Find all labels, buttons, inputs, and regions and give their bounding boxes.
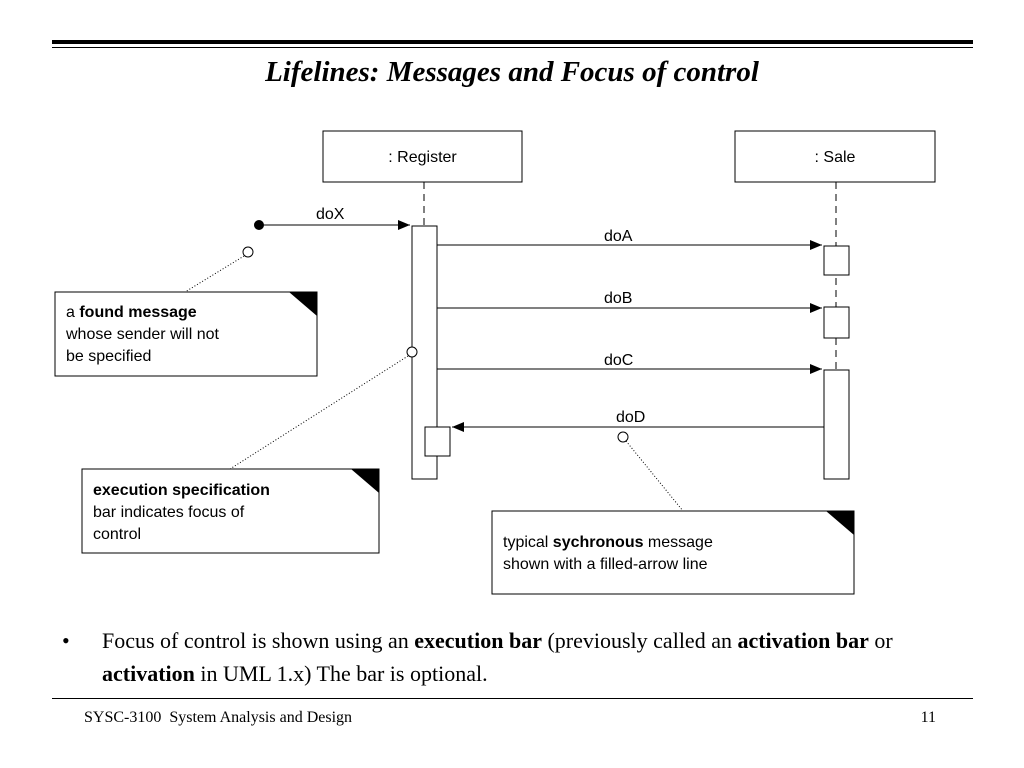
- message-dox-label: doX: [316, 206, 345, 223]
- page-number: 11: [920, 709, 936, 726]
- note-synchronous-message: typical sychronous message shown with a …: [491, 510, 855, 595]
- bullet-icon: •: [62, 628, 70, 653]
- note-execution-line-2: bar indicates focus of: [93, 504, 245, 521]
- lifeline-register-label: : Register: [388, 149, 457, 166]
- slide-title: Lifelines: Messages and Focus of control: [265, 56, 759, 88]
- message-dob-label: doB: [604, 290, 632, 307]
- message-doc-label: doC: [604, 352, 633, 369]
- sale-execution-bar-c: [823, 369, 850, 480]
- note-found-message: a found message whose sender will not be…: [54, 291, 318, 377]
- bullet-text: Focus of control is shown using an execu…: [102, 628, 893, 686]
- found-note-connector: [184, 255, 245, 293]
- note-found-line-2: whose sender will not: [65, 326, 220, 343]
- message-doa-label: doA: [604, 228, 633, 245]
- sync-note-connector: [625, 440, 684, 512]
- lifeline-sale-head: : Sale: [734, 130, 936, 183]
- top-rule-thin: [52, 47, 973, 48]
- bottom-rule: [52, 698, 973, 699]
- sale-execution-bar-a: [823, 245, 850, 276]
- execution-note-anchor: [406, 346, 418, 358]
- lifeline-register-head: : Register: [322, 130, 523, 183]
- note-execution-line-3: control: [93, 526, 141, 543]
- note-execution-specification: execution specification bar indicates fo…: [81, 468, 380, 554]
- found-note-anchor: [242, 246, 254, 258]
- note-execution-line-1: execution specification: [93, 482, 270, 499]
- lifeline-sale-label: : Sale: [815, 149, 856, 166]
- found-message-dot: [254, 220, 264, 230]
- footer-course: SYSC-3100 System Analysis and Design: [84, 709, 353, 726]
- top-rule: [52, 40, 973, 44]
- note-sync-line-1: typical sychronous message: [503, 534, 713, 551]
- note-found-line-1: a found message: [66, 304, 197, 321]
- sync-note-anchor: [617, 431, 629, 443]
- note-found-line-3: be specified: [66, 348, 151, 365]
- message-dod-label: doD: [616, 409, 645, 426]
- sale-execution-bar-b: [823, 306, 850, 339]
- execution-note-connector: [229, 355, 409, 470]
- note-sync-line-2: shown with a filled-arrow line: [503, 556, 708, 573]
- register-nested-execution-bar: [424, 426, 451, 457]
